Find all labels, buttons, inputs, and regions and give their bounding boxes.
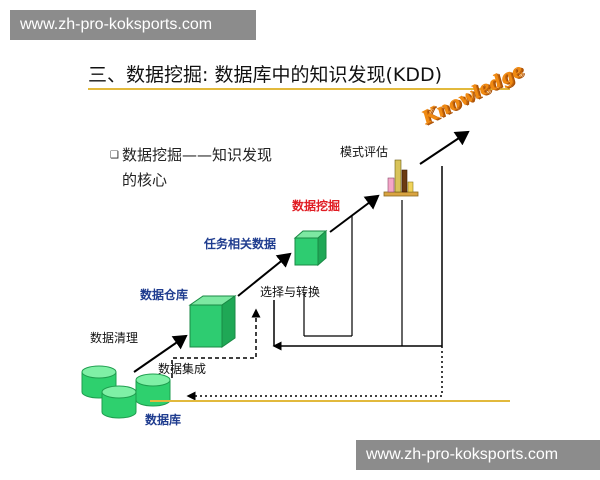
arrow-to-warehouse [133, 334, 188, 373]
bullet-line-1: 数据挖掘——知识发现 [122, 146, 273, 164]
label-task-relevant-data: 任务相关数据 [204, 237, 277, 251]
label-database: 数据库 [145, 413, 182, 427]
dashed-integration-path [171, 308, 261, 378]
watermark-top: www.zh-pro-koksports.com [10, 10, 256, 40]
slide-title: 三、数据挖掘: 数据库中的知识发现(KDD) [88, 64, 442, 86]
label-data-integration: 数据集成 [158, 362, 207, 376]
pattern-bar-chart-icon [383, 159, 419, 197]
watermark-bottom: www.zh-pro-koksports.com [356, 440, 600, 470]
label-data-cleaning: 数据清理 [90, 331, 139, 345]
database-cylinder-2 [135, 373, 171, 407]
arrow-to-pattern [329, 194, 380, 233]
warehouse-cube-icon [188, 295, 237, 348]
label-data-mining: 数据挖掘 [292, 199, 341, 213]
database-cylinder-icon [81, 365, 171, 419]
arrow-to-task-data [237, 252, 292, 297]
task-data-cube-icon [293, 229, 328, 267]
label-pattern-evaluation: 模式评估 [340, 145, 389, 159]
database-cylinder-3 [101, 385, 137, 419]
label-selection-transformation: 选择与转换 [260, 285, 321, 299]
title-divider [88, 88, 510, 90]
bullet-text: ❑数据挖掘——知识发现 的核心 [110, 143, 310, 192]
dotted-feedback-path [186, 346, 443, 401]
arrow-to-knowledge [419, 130, 470, 165]
bottom-divider [150, 400, 510, 402]
square-bullet-icon: ❑ [110, 150, 119, 161]
label-data-warehouse: 数据仓库 [140, 288, 189, 302]
bullet-line-2: 的核心 [122, 171, 168, 189]
